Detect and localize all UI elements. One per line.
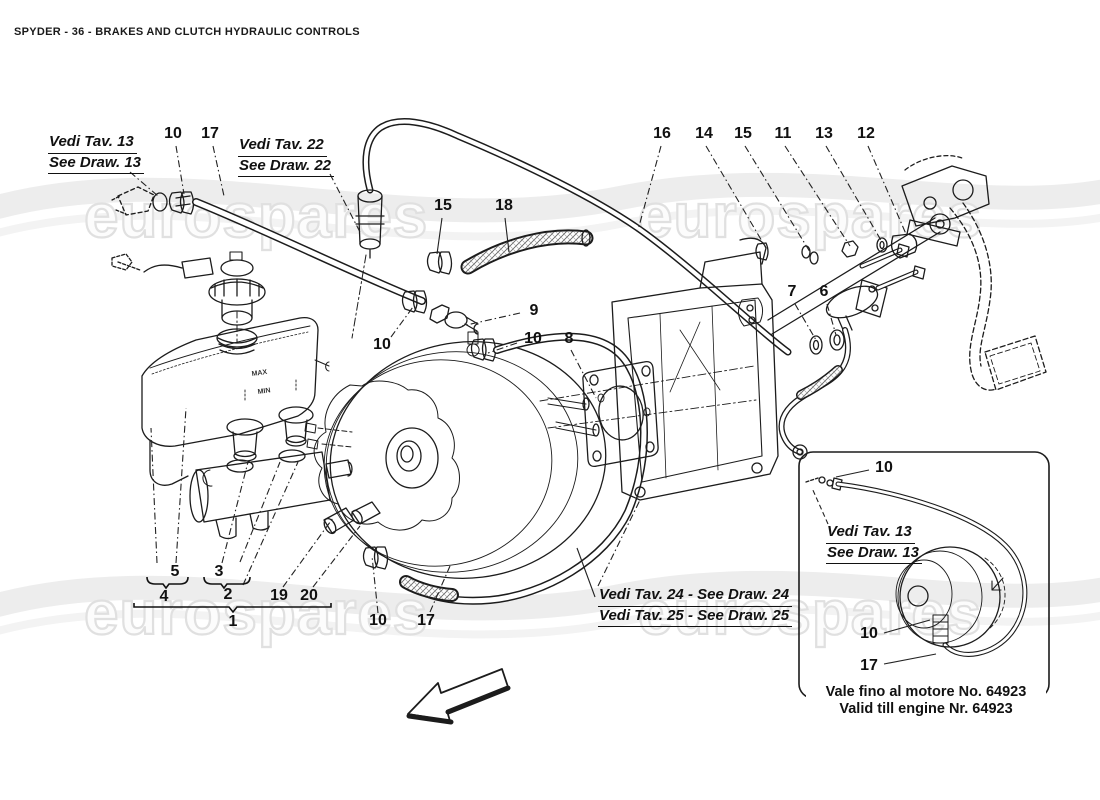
ref-line: See Draw. 13 bbox=[48, 154, 144, 174]
washers bbox=[809, 329, 845, 355]
hose-clamp bbox=[362, 546, 389, 570]
hose-clamp bbox=[470, 338, 497, 362]
ref-line: Vedi Tav. 13 bbox=[48, 133, 137, 154]
callout-10-a: 10 bbox=[164, 125, 182, 142]
callout-15-b: 15 bbox=[734, 125, 752, 142]
callout-10-c: 10 bbox=[524, 330, 542, 347]
ref-line: Vedi Tav. 24 - See Draw. 24 bbox=[598, 586, 793, 607]
braided-section bbox=[796, 365, 843, 400]
callout-5: 5 bbox=[170, 563, 180, 580]
braided-hose-end bbox=[399, 575, 459, 602]
ref-see-draw-22: Vedi Tav. 22 See Draw. 22 bbox=[238, 136, 334, 178]
page-title: SPYDER - 36 - BRAKES AND CLUTCH HYDRAULI… bbox=[14, 26, 360, 38]
callout-15-a: 15 bbox=[434, 197, 452, 214]
ref-see-draw-13-inset: Vedi Tav. 13 See Draw. 13 bbox=[826, 523, 922, 565]
callout-4: 4 bbox=[159, 588, 169, 605]
ref-see-draw-13-topleft: Vedi Tav. 13 See Draw. 13 bbox=[48, 133, 144, 175]
fasteners bbox=[755, 237, 926, 291]
callout-19: 19 bbox=[270, 587, 288, 604]
callout-20: 20 bbox=[300, 587, 318, 604]
callout-1: 1 bbox=[228, 613, 238, 630]
elbow-fitting bbox=[111, 186, 168, 216]
callout-17-a: 17 bbox=[201, 125, 219, 142]
ref-line: Vedi Tav. 25 - See Draw. 25 bbox=[598, 607, 793, 627]
reservoir-cap bbox=[208, 251, 266, 355]
ref-line: Vedi Tav. 22 bbox=[238, 136, 327, 157]
ref-line: Vedi Tav. 13 bbox=[826, 523, 915, 544]
direction-arrow bbox=[406, 668, 511, 725]
callout-8: 8 bbox=[564, 330, 574, 347]
inset-callout-17: 17 bbox=[860, 657, 878, 674]
leader-lines bbox=[129, 145, 937, 665]
callout-14: 14 bbox=[695, 125, 713, 142]
callout-18: 18 bbox=[495, 197, 513, 214]
fluid-reservoir bbox=[141, 316, 330, 486]
grouping-braces bbox=[133, 576, 332, 614]
callout-10-d: 10 bbox=[369, 612, 387, 629]
callout-12: 12 bbox=[857, 125, 875, 142]
pedal-bracket bbox=[890, 155, 990, 259]
mounting-frame bbox=[611, 237, 779, 501]
inset-callout-10-mid: 10 bbox=[860, 625, 878, 642]
reservoir-grommets bbox=[226, 377, 314, 462]
callout-3: 3 bbox=[214, 563, 224, 580]
inset-caption: Vale fino al motore No. 64923 Valid till… bbox=[806, 684, 1046, 719]
reservoir-max-mark: MAX bbox=[251, 369, 268, 378]
inset-caption-line2: Valid till engine Nr. 64923 bbox=[839, 701, 1013, 718]
watermark-text: eurospares bbox=[638, 579, 982, 648]
callout-9: 9 bbox=[529, 302, 539, 319]
inset-drawing bbox=[805, 476, 1028, 657]
callout-13: 13 bbox=[815, 125, 833, 142]
reservoir-min-mark: MIN bbox=[257, 387, 271, 396]
inset-callout-10-top: 10 bbox=[875, 459, 893, 476]
hose-clamp bbox=[426, 251, 453, 275]
gasket bbox=[582, 360, 659, 468]
ref-line: See Draw. 22 bbox=[238, 157, 334, 177]
callout-17-b: 17 bbox=[417, 612, 435, 629]
inset-caption-line1: Vale fino al motore No. 64923 bbox=[825, 684, 1027, 700]
braided-hose bbox=[460, 229, 594, 275]
level-sensor bbox=[111, 253, 214, 279]
hose-clamp bbox=[168, 191, 195, 215]
watermark-swoosh bbox=[0, 172, 1100, 639]
ref-see-draw-24-25: Vedi Tav. 24 - See Draw. 24 Vedi Tav. 25… bbox=[598, 586, 793, 628]
small-bracket bbox=[738, 297, 764, 327]
watermark-text: eurospares bbox=[84, 579, 428, 648]
watermark-text: eurospares bbox=[638, 182, 982, 251]
pedal bbox=[949, 202, 1047, 391]
callout-2: 2 bbox=[223, 586, 233, 603]
master-cylinder bbox=[189, 449, 353, 540]
callout-7: 7 bbox=[787, 283, 797, 300]
callout-16: 16 bbox=[653, 125, 671, 142]
hose-clamp bbox=[401, 290, 428, 314]
pipe-fitting bbox=[351, 189, 385, 339]
ref-line: See Draw. 13 bbox=[826, 544, 922, 564]
callout-10-b: 10 bbox=[373, 336, 391, 353]
union-fitting bbox=[429, 304, 479, 335]
brake-booster bbox=[304, 331, 607, 579]
callout-6: 6 bbox=[819, 283, 829, 300]
callout-11: 11 bbox=[774, 125, 792, 142]
